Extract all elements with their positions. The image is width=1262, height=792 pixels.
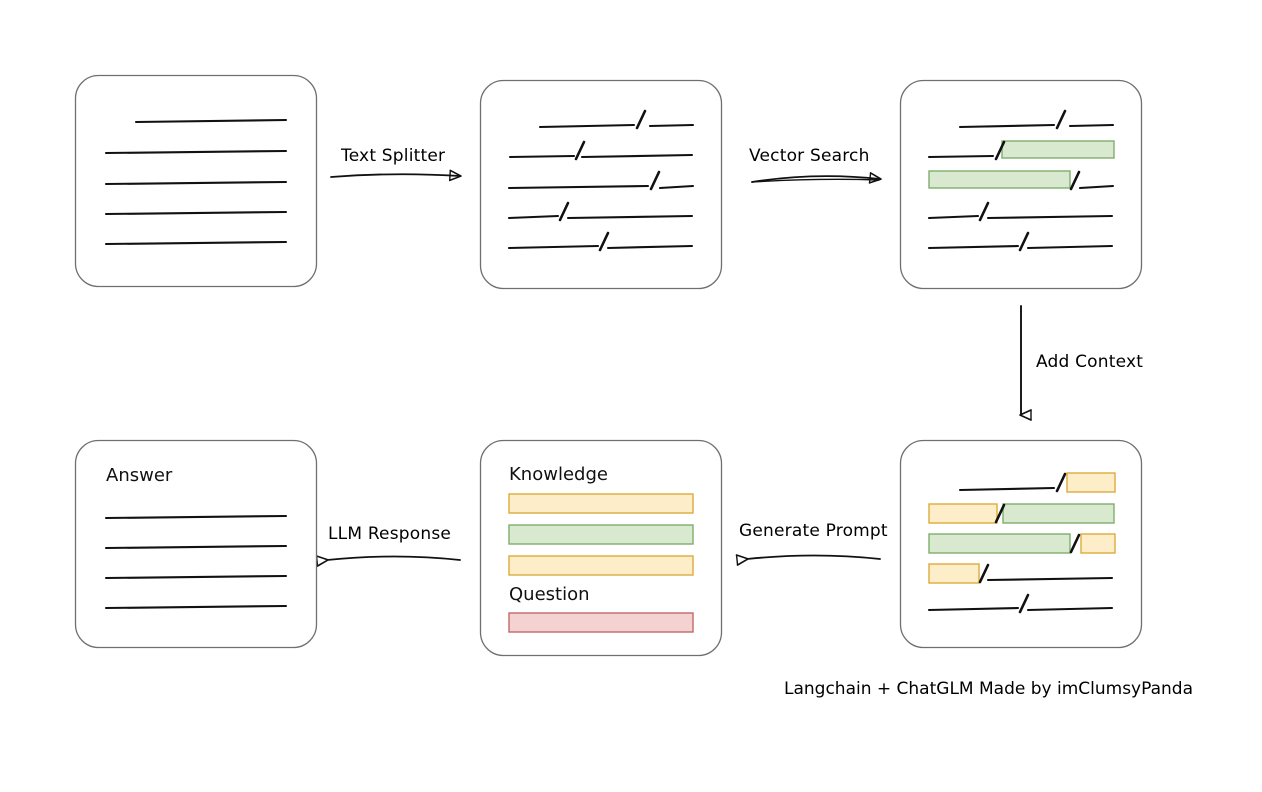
text-splitter-label: Text Splitter [341,146,446,166]
question-heading: Question [509,584,590,605]
retrieved-chunks-slashes [978,109,1081,252]
llm-response-arrow [315,555,461,567]
split-chunks-slashes [558,109,661,252]
raw-document-box [74,74,318,288]
highlight-yellow-bar [1080,533,1116,554]
question-bar-red [508,612,694,633]
split-chunks-box [479,79,723,290]
generate-prompt-arrow [735,554,881,566]
knowledge-bar-yellow [508,555,694,576]
context-augmented-slashes [978,472,1081,614]
vector-search-arrow [751,172,882,184]
vector-search-arrow-line-2 [751,178,880,183]
knowledge-bar-yellow [508,493,694,514]
highlight-green-bar [1002,503,1115,524]
text-splitter-arrow [330,169,462,182]
prompt-box [479,439,723,657]
knowledge-bar-green [508,524,694,545]
highlight-green-bar [928,533,1071,554]
retrieved-chunks-lines [927,123,1115,250]
answer-heading: Answer [106,465,173,486]
context-augmented-lines [927,486,1114,612]
add-context-label: Add Context [1036,352,1144,372]
credit-note: Langchain + ChatGLM Made by imClumsyPand… [784,679,1193,699]
highlight-yellow-bar [1066,472,1116,493]
highlight-yellow-bar [928,563,980,584]
knowledge-heading: Knowledge [509,464,608,485]
llm-response-arrow-line [315,555,461,567]
highlight-yellow-bar [928,503,998,524]
answer-box [74,439,318,649]
split-chunks-lines [507,123,695,250]
generate-prompt-label: Generate Prompt [739,521,888,541]
highlight-green-bar [1001,140,1115,159]
generate-prompt-arrow-line [735,554,881,566]
raw-document-lines [104,118,288,246]
retrieved-chunks-box [899,79,1143,290]
llm-response-label: LLM Response [328,524,452,544]
answer-box-frame [74,439,318,649]
text-splitter-arrow-line [330,169,462,182]
highlight-green-bar [928,170,1071,189]
answer-lines [104,514,288,610]
context-augmented-box [899,439,1143,649]
vector-search-label: Vector Search [749,146,870,166]
vector-search-arrow-line [751,172,882,184]
split-chunks-box-frame [479,79,723,290]
raw-document-box-frame [74,74,318,288]
